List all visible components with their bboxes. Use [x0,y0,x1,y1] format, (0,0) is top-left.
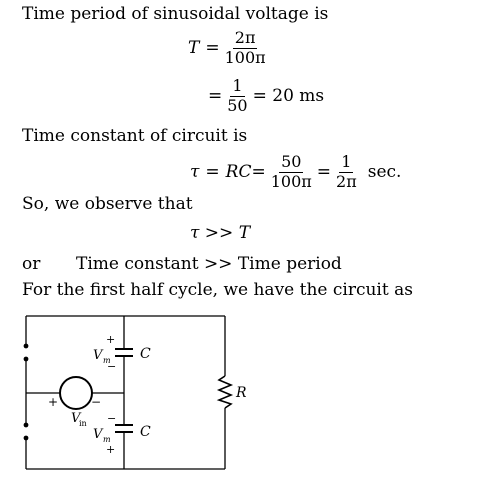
symbol-RC: RC [225,161,252,182]
vm-bottom-subscript: m [103,435,111,444]
text-line-comparison-words: Time constant >> Time period [76,254,342,274]
unit-sec: sec. [367,161,402,182]
vm-top-label: V [93,348,104,363]
text-line-first-half-cycle: For the first half cycle, we have the ci… [22,280,413,300]
symbol-T: T [188,37,200,58]
vm-top-minus: − [107,360,116,373]
text-line-time-period: Time period of sinusoidal voltage is [22,4,329,24]
resistor-label: R [235,385,247,401]
capacitor-bottom-symbol [115,424,133,433]
vm-bottom-plus: + [106,443,115,456]
equation-time-constant: τ = RC = 50 100π = 1 2π sec. [190,152,402,191]
terminal-dot [23,343,29,349]
fraction-1-over-2pi: 1 2π [336,152,357,191]
vin-minus: − [91,395,101,409]
vin-plus: + [48,395,58,409]
equation-period: T = 2π 100π [188,28,271,67]
equals-sign: = [251,161,266,182]
vm-top-subscript: m [103,356,111,365]
capacitor-bottom-label: C [140,424,151,440]
fraction-50-over-100pi: 50 100π [270,152,312,191]
period-result: = 20 ms [252,85,325,106]
capacitor-top-label: C [140,346,151,362]
equation-period-value: = 1 50 = 20 ms [208,76,325,115]
voltage-source-symbol [59,376,93,410]
vm-bottom-minus: − [107,412,116,425]
text-line-observe: So, we observe that [22,194,193,214]
terminal-dot [23,422,29,428]
circuit-wires [25,315,226,470]
equals-sign: = [316,161,332,182]
capacitor-top-symbol [115,348,133,357]
equation-comparison: τ >> T [190,223,251,243]
equals-sign: = [205,37,220,58]
vm-top-plus: + [106,333,115,346]
equals-sign: = [205,161,220,182]
symbol-tau: τ [190,161,200,182]
circuit-diagram: C C R + V m − − V m + + − V in [23,315,247,470]
vin-subscript: in [79,419,87,428]
vin-label: V [71,411,82,426]
text-or: or [22,254,41,274]
equals-sign: = [208,85,223,106]
terminal-dot [23,435,29,441]
text-line-time-constant: Time constant of circuit is [22,126,248,146]
resistor-symbol [216,375,234,409]
fraction-1-over-50: 1 50 [227,76,248,115]
vm-bottom-label: V [93,427,104,442]
terminal-dot [23,356,29,362]
fraction-2pi-over-100pi: 2π 100π [224,28,266,67]
